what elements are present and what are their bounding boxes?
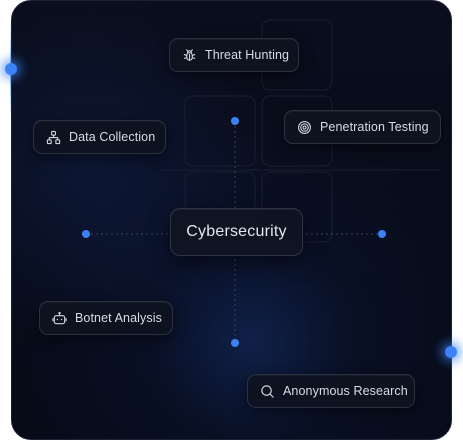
- node-botnet-analysis[interactable]: Botnet Analysis: [39, 301, 173, 335]
- edge-glow-dot-right: [445, 346, 457, 358]
- node-label: Data Collection: [69, 130, 156, 144]
- search-icon: [261, 384, 274, 398]
- node-threat-hunting[interactable]: Threat Hunting: [169, 38, 299, 72]
- bot-icon: [52, 311, 67, 324]
- node-label: Botnet Analysis: [75, 311, 162, 325]
- node-anonymous-research[interactable]: Anonymous Research: [247, 374, 415, 408]
- node-label: Anonymous Research: [283, 384, 408, 398]
- node-penetration-testing[interactable]: Penetration Testing: [284, 110, 441, 144]
- node-data-collection[interactable]: Data Collection: [33, 120, 166, 154]
- bug-icon: [183, 48, 196, 61]
- hierarchy-icon: [46, 130, 61, 144]
- target-icon: [298, 120, 311, 134]
- hub-label: Cybersecurity: [186, 223, 287, 240]
- hub-cybersecurity[interactable]: Cybersecurity: [170, 208, 303, 256]
- node-label: Penetration Testing: [320, 120, 429, 134]
- edge-glow-dot-left: [5, 63, 17, 75]
- node-label: Threat Hunting: [205, 48, 290, 62]
